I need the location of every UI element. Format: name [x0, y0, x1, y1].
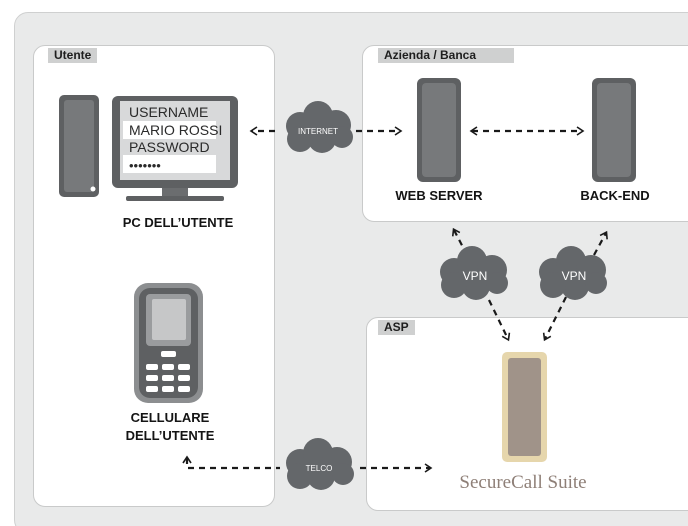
telco-cloud-label: TELCO: [306, 464, 333, 473]
username-value: MARIO ROSSI: [129, 122, 222, 138]
password-value: •••••••: [129, 158, 161, 173]
connector-vpn-to-securecall-right: [542, 296, 567, 342]
phone-label-line1: CELLULARE: [130, 410, 210, 425]
vpn-right-cloud-label: VPN: [562, 269, 587, 283]
pc-label: PC DELL’UTENTE: [122, 215, 234, 230]
web-server-icon: [417, 78, 461, 182]
connector-vpn-to-securecall: [488, 299, 511, 342]
company-panel-title: Azienda / Banca: [378, 48, 514, 63]
internet-cloud-icon: INTERNET: [286, 101, 353, 153]
back-end-server-icon: [592, 78, 636, 182]
asp-panel-title: ASP: [378, 320, 415, 335]
vpn-left-cloud-icon: VPN: [440, 246, 508, 300]
username-label: USERNAME: [129, 104, 208, 120]
telco-cloud-icon: TELCO: [286, 438, 354, 490]
connector-vpn-to-back-end: [593, 230, 608, 256]
phone-label-line2: DELL’UTENTE: [125, 428, 215, 443]
connections: [182, 126, 608, 473]
user-panel-title: Utente: [48, 48, 98, 63]
vpn-left-cloud-label: VPN: [463, 269, 488, 283]
password-label: PASSWORD: [129, 139, 210, 155]
pc-tower-icon: [59, 95, 99, 197]
web-server-label: WEB SERVER: [395, 188, 483, 203]
back-end-label: BACK-END: [580, 188, 650, 203]
internet-cloud-label: INTERNET: [298, 127, 338, 136]
securecall-suite-label: SecureCall Suite: [459, 472, 586, 493]
monitor-icon: USERNAME MARIO ROSSI PASSWORD •••••••: [112, 96, 238, 201]
mobile-phone-icon: [134, 283, 203, 403]
connector-telco-to-phone: [182, 455, 280, 470]
securecall-server-icon: [502, 352, 547, 462]
vpn-right-cloud-icon: VPN: [539, 246, 607, 300]
